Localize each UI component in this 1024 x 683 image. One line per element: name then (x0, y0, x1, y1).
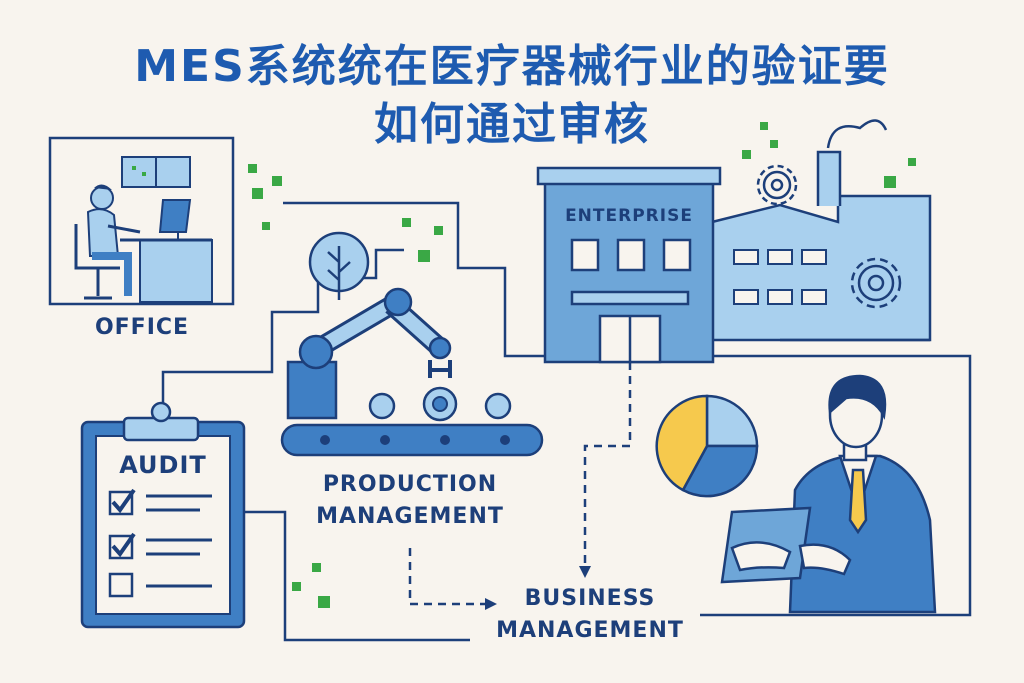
dashed-connectors (408, 362, 632, 606)
office-label: OFFICE (94, 315, 190, 340)
business-label-line-1: BUSINESS (524, 586, 656, 611)
office-worker-icon (74, 184, 213, 303)
clipboard-checklist-icon (80, 401, 246, 629)
office-panel (48, 136, 235, 306)
gear-icon (756, 164, 798, 206)
tree-icon (308, 231, 370, 300)
page-title-line-2: 如何通过审核 (374, 99, 650, 150)
production-label-line-1: PRODUCTION (322, 472, 498, 497)
office-enterprise-connector (283, 201, 548, 358)
decorative-squares (248, 122, 916, 608)
audit-label: AUDIT (119, 451, 207, 479)
conveyor-belt (280, 386, 544, 457)
production-label-line-2: MANAGEMENT (316, 504, 504, 529)
audit-production-connector (161, 248, 404, 412)
production-illustration (280, 231, 544, 457)
pie-chart-icon (655, 394, 759, 498)
business-label-line-2: MANAGEMENT (496, 618, 684, 643)
gear-icon (850, 257, 902, 309)
enterprise-business-connector (548, 354, 972, 617)
enterprise-illustration (536, 119, 932, 364)
arrowhead-down (579, 566, 591, 578)
enterprise-label: ENTERPRISE (565, 206, 693, 226)
factory-icon (710, 119, 932, 342)
businessman-tablet-icon (720, 374, 937, 614)
connector-lines (161, 201, 972, 642)
page-title-line-1: MES系统统在医疗器械行业的验证要 (134, 41, 890, 92)
enterprise-building (536, 166, 722, 364)
robot-arm-icon (286, 287, 452, 420)
enterprise-to-business-dashed (583, 362, 632, 570)
audit-business-connector (245, 510, 470, 642)
production-to-business-dashed (408, 548, 490, 606)
arrowhead-right (485, 598, 497, 610)
